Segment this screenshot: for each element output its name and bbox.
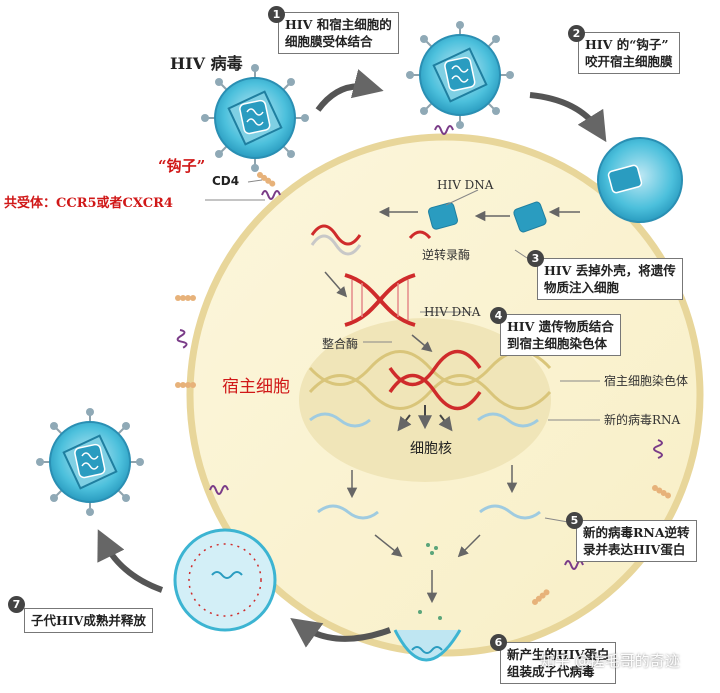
coreceptor-label: 共受体：CCR5或者CXCR4 [4, 196, 173, 211]
step-1-number: 1 [268, 6, 285, 23]
step-7-number: 7 [8, 596, 25, 613]
step-6-box: 新产生的HIV蛋白 组装成子代病毒 [500, 642, 617, 684]
step-1-line1: HIV 和宿主细胞的 [285, 17, 392, 32]
host-cell-label: 宿主细胞 [222, 377, 290, 397]
step-4-number: 4 [490, 307, 507, 324]
new-viral-rna-label: 新的病毒RNA [604, 413, 681, 427]
capsid-uncoating [427, 201, 547, 233]
virus-title: HIV 病毒 [170, 54, 243, 73]
step-7-line1: 子代HIV成熟并释放 [31, 613, 146, 628]
step-6-line2: 组装成子代病毒 [507, 664, 595, 679]
arrow-step1 [315, 69, 384, 112]
step-1-box: HIV 和宿主细胞的 细胞膜受体结合 [278, 12, 399, 54]
step-2-line2: 咬开宿主细胞膜 [585, 54, 673, 69]
step-2-line1: HIV 的“钩子” [585, 37, 669, 52]
step-3-line2: 物质注入细胞 [544, 280, 620, 295]
step-5-line1: 新的病毒RNA逆转 [583, 525, 690, 540]
step-4-line1: HIV 遗传物质结合 [507, 319, 614, 334]
step-2-number: 2 [568, 25, 585, 42]
step-5-number: 5 [566, 512, 583, 529]
nucleus-region [299, 318, 551, 482]
step-4-line2: 到宿主细胞染色体 [507, 336, 608, 351]
host-chromosome [308, 349, 552, 411]
arrow-budding [290, 618, 392, 648]
cd4-label: CD4 [212, 174, 240, 188]
integrase-label: 整合酶 [322, 337, 359, 351]
step-3-number: 3 [527, 250, 544, 267]
hiv-dna-helix [344, 273, 416, 327]
hiv-dna-label-top: HIV DNA [437, 178, 494, 192]
step-2-box: HIV 的“钩子” 咬开宿主细胞膜 [578, 32, 680, 74]
reverse-transcriptase-label: 逆转录酶 [422, 248, 471, 262]
budding-virus [393, 629, 462, 662]
nucleus-label: 细胞核 [410, 441, 452, 457]
step-3-box: HIV 丢掉外壳，将遗传 物质注入细胞 [537, 258, 683, 300]
host-chromosome-label: 宿主细胞染色体 [604, 374, 689, 388]
step-5-line2: 录并表达HIV蛋白 [583, 542, 686, 557]
step-3-line1: HIV 丢掉外壳，将遗传 [544, 263, 676, 278]
hook-label: “钩子” [158, 157, 206, 175]
arrow-step2 [529, 92, 607, 143]
step-6-line1: 新产生的HIV蛋白 [507, 647, 610, 662]
hiv-virus-free [200, 63, 310, 173]
hiv-virus-progeny [35, 407, 145, 517]
step-1-line2: 细胞膜受体结合 [285, 34, 373, 49]
viral-rna [309, 412, 541, 520]
arrow-release [97, 529, 164, 593]
step-7-box: 子代HIV成熟并释放 [24, 608, 153, 633]
watermark: 知乎 @搓毛哥的奇迹 [540, 652, 680, 670]
hiv-virus-binding [405, 20, 515, 130]
step-6-number: 6 [490, 634, 507, 651]
step-4-box: HIV 遗传物质结合 到宿主细胞染色体 [500, 314, 621, 356]
maturing-virus [173, 528, 277, 632]
step-5-box: 新的病毒RNA逆转 录并表达HIV蛋白 [576, 520, 697, 562]
hiv-dna-label-mid: HIV DNA [424, 305, 481, 319]
